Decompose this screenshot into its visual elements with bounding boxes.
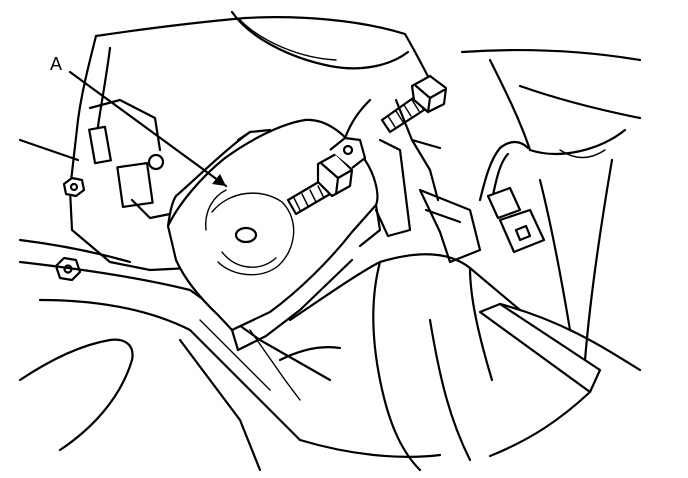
wire-harness xyxy=(478,140,546,254)
right-frame xyxy=(460,48,642,362)
mount-tab xyxy=(329,98,372,169)
bolt-upper-right xyxy=(380,74,448,134)
callout-a-label: A xyxy=(50,54,62,74)
nut-upper-left xyxy=(62,176,86,198)
lower-housing xyxy=(249,253,642,472)
upper-body-panel xyxy=(76,10,442,142)
lower-frame-rail xyxy=(18,260,442,472)
callout-leader-a xyxy=(68,70,228,188)
left-bracket xyxy=(18,98,192,272)
center-bracket xyxy=(374,98,482,264)
